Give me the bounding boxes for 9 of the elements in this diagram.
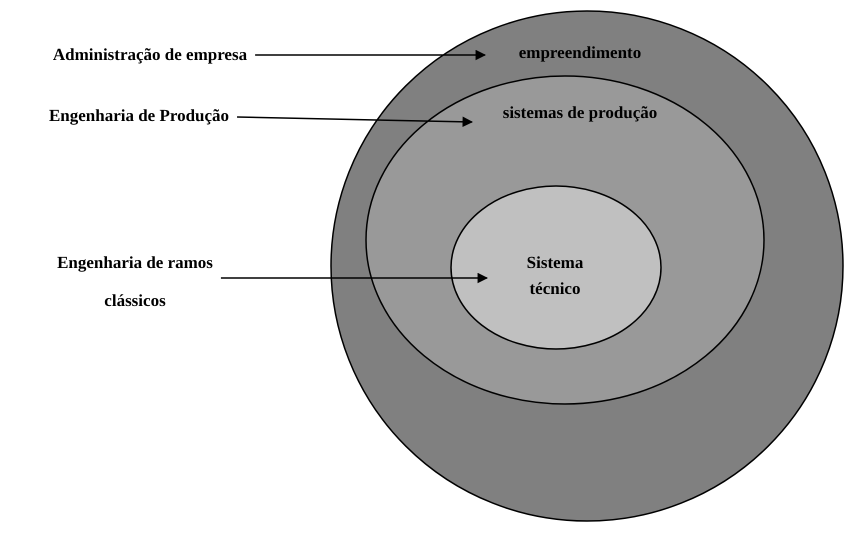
field-label: Engenharia de ramos clássicos [40, 244, 230, 320]
arrow [237, 116, 474, 128]
arrow [255, 50, 486, 60]
ring-label: sistemas de produção [502, 102, 658, 124]
ring-label: empreendimento [518, 42, 642, 64]
ring-label: Sistema técnico [526, 252, 584, 300]
field-label: Administração de empresa [30, 36, 270, 74]
field-label: Engenharia de Produção [4, 97, 274, 135]
arrow [220, 272, 488, 284]
